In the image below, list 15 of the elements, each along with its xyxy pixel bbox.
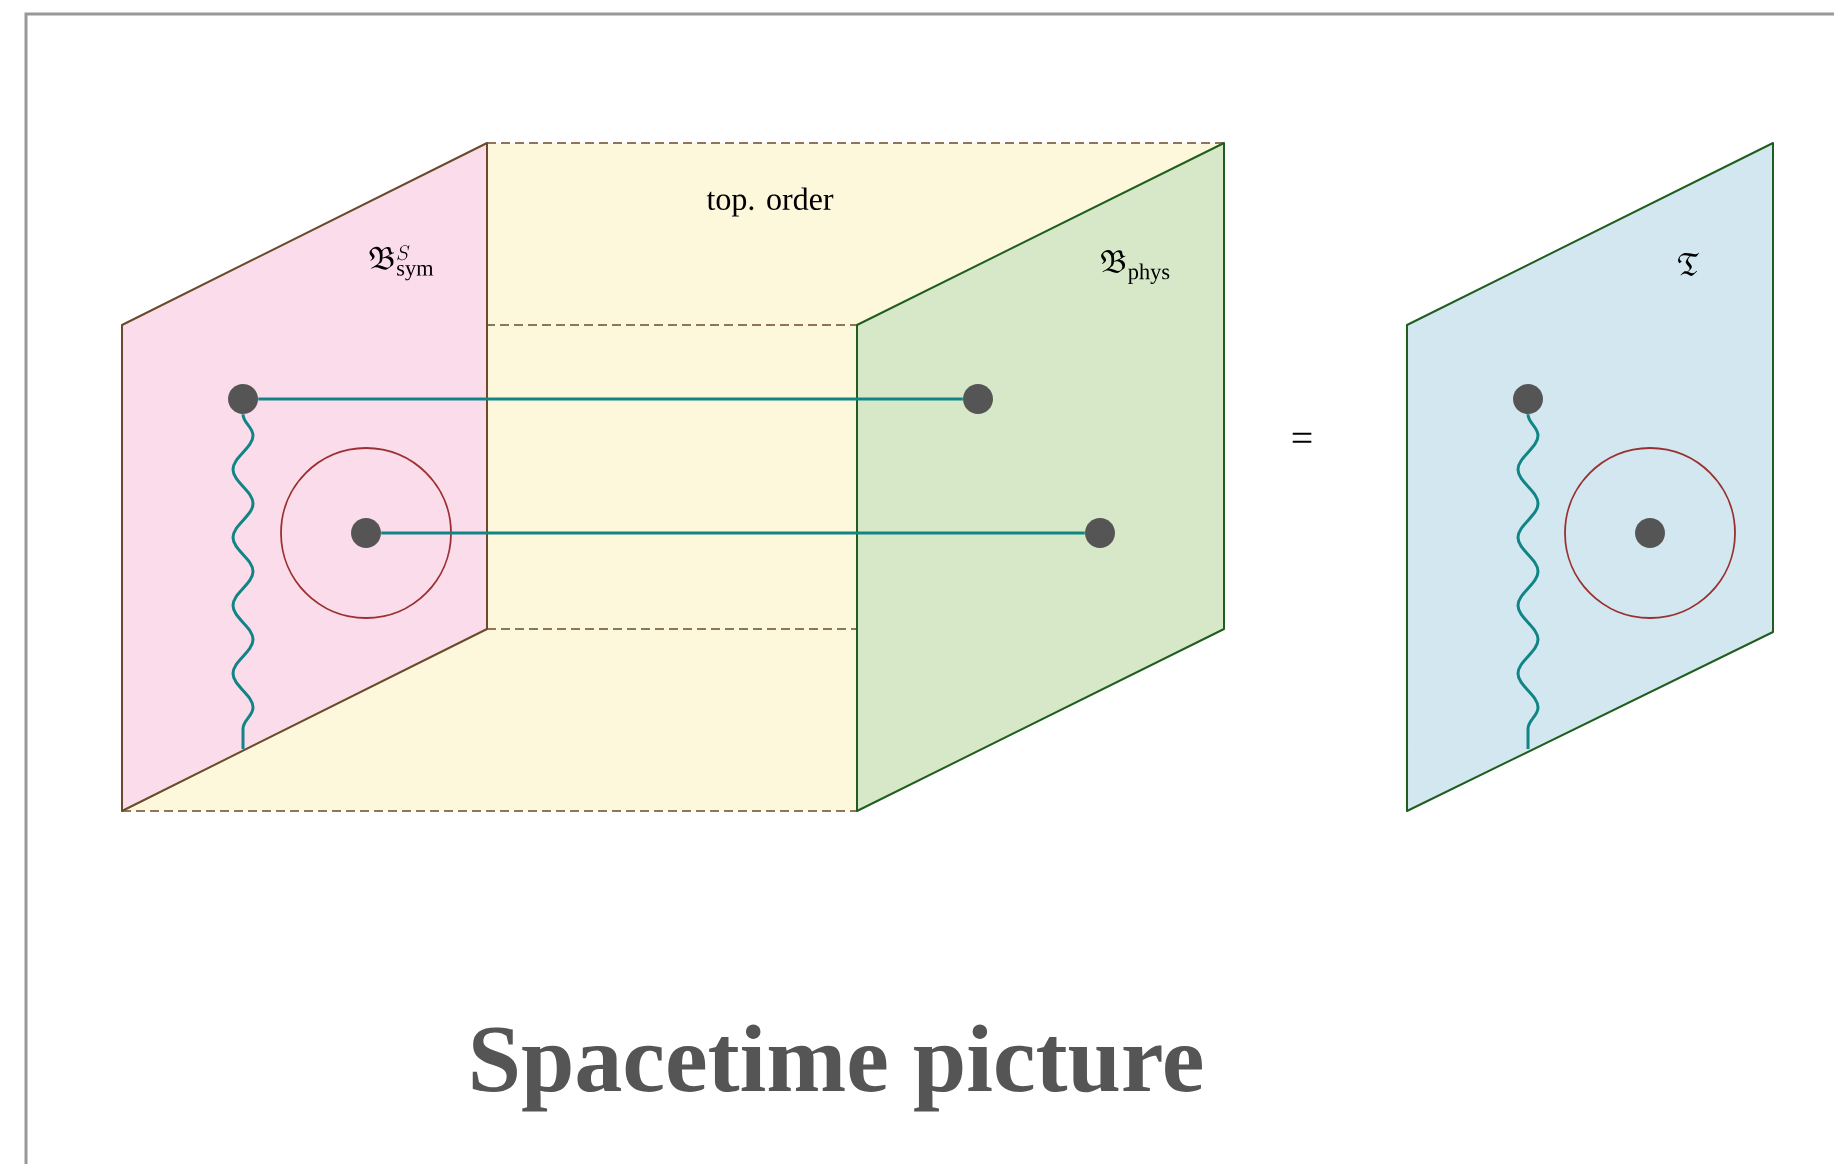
dot bbox=[1513, 384, 1543, 414]
boundary-plane: $\mathfrak{B}^{S}_{\mathrm{sym}}$ bbox=[121, 142, 488, 812]
line bbox=[381, 531, 1085, 535]
wavy-line bbox=[231, 413, 255, 749]
equals-sign: = bbox=[1292, 432, 1312, 443]
theory-plane: $\mathfrak{T}$ bbox=[1406, 142, 1774, 812]
boundary-plane: $\mathfrak{B}_{\mathrm{phys}}$ bbox=[856, 142, 1225, 812]
dot bbox=[1085, 518, 1115, 548]
dot bbox=[963, 384, 993, 414]
line bbox=[258, 397, 963, 401]
wavy-line bbox=[1516, 413, 1540, 749]
dot bbox=[1635, 518, 1665, 548]
dot bbox=[228, 384, 258, 414]
title: Spacetime picture bbox=[472, 1024, 1202, 1112]
dot bbox=[351, 518, 381, 548]
